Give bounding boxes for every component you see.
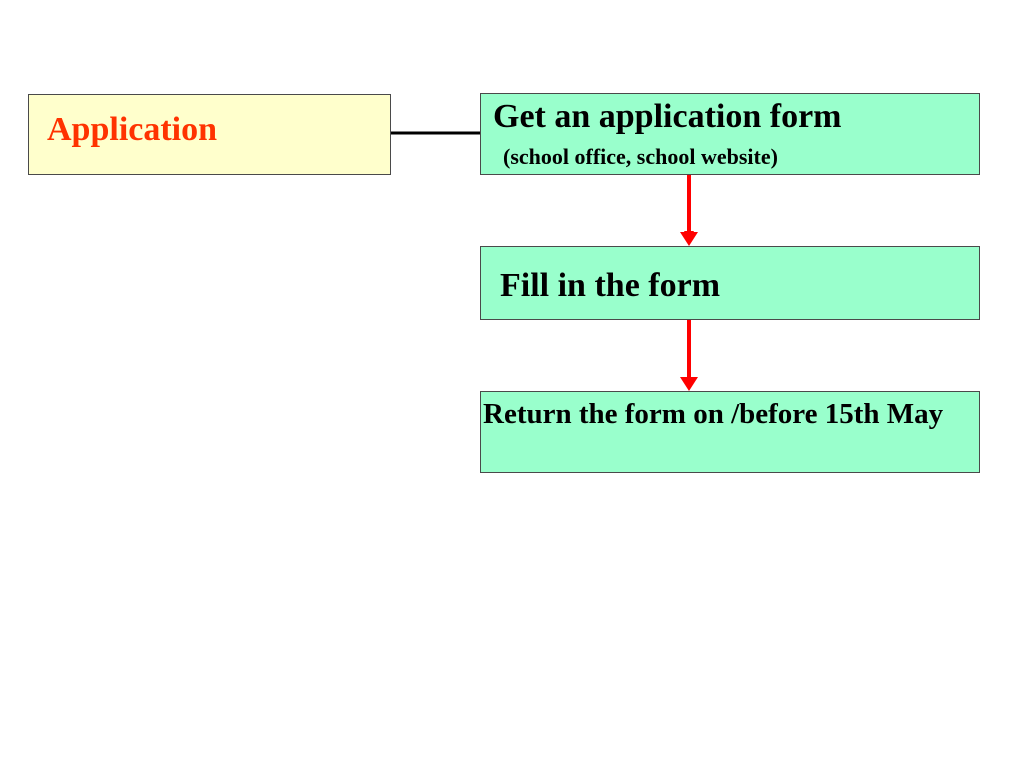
step-return-form-box: Return the form on /before 15th May [480,391,980,473]
step-get-form-label: Get an application form [493,98,842,135]
step-get-form-box: Get an application form (school office, … [480,93,980,175]
step-fill-form-label: Fill in the form [500,267,721,304]
step-get-form-sublabel: (school office, school website) [503,144,778,169]
step-fill-form-box: Fill in the form [480,246,980,320]
step-return-form-label: Return the form on /before 15th May [483,398,944,430]
application-root-label: Application [47,111,218,148]
application-root-box: Application [28,94,391,175]
arrowhead-step3 [680,377,698,391]
arrowhead-step2 [680,232,698,246]
